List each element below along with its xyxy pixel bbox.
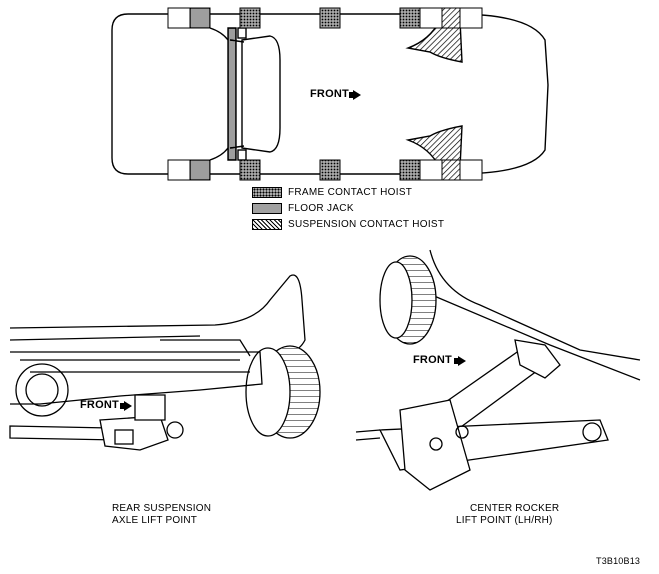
legend-susp: SUSPENSION CONTACT HOIST bbox=[252, 218, 444, 230]
top-front-label: FRONT bbox=[310, 88, 349, 100]
rocker-caption-1: CENTER ROCKER bbox=[470, 503, 560, 514]
rocker-front-label: FRONT bbox=[413, 354, 452, 366]
front-arrow-icon bbox=[353, 90, 361, 100]
rear-caption-2: AXLE LIFT POINT bbox=[112, 515, 198, 526]
jack-swatch bbox=[252, 202, 282, 214]
rear-front-label: FRONT bbox=[80, 399, 119, 411]
figure-code: T3B10B13 bbox=[596, 556, 641, 566]
legend-jack: FLOOR JACK bbox=[252, 202, 354, 214]
rocker-caption-2: LIFT POINT (LH/RH) bbox=[456, 515, 553, 526]
car-top-view bbox=[111, 13, 549, 175]
legend-frame: FRAME CONTACT HOIST bbox=[252, 186, 412, 198]
legend-label: SUSPENSION CONTACT HOIST bbox=[288, 218, 445, 230]
front-arrow-icon bbox=[124, 401, 132, 411]
rear-suspension-view bbox=[9, 274, 321, 451]
center-rocker-view bbox=[355, 249, 641, 491]
legend-label: FLOOR JACK bbox=[288, 202, 354, 214]
front-arrow-icon bbox=[458, 356, 466, 366]
frame-swatch bbox=[252, 186, 282, 198]
rear-caption-1: REAR SUSPENSION bbox=[112, 503, 212, 514]
legend-label: FRAME CONTACT HOIST bbox=[288, 186, 413, 198]
susp-swatch bbox=[252, 218, 282, 230]
top-view-pads bbox=[167, 7, 483, 181]
